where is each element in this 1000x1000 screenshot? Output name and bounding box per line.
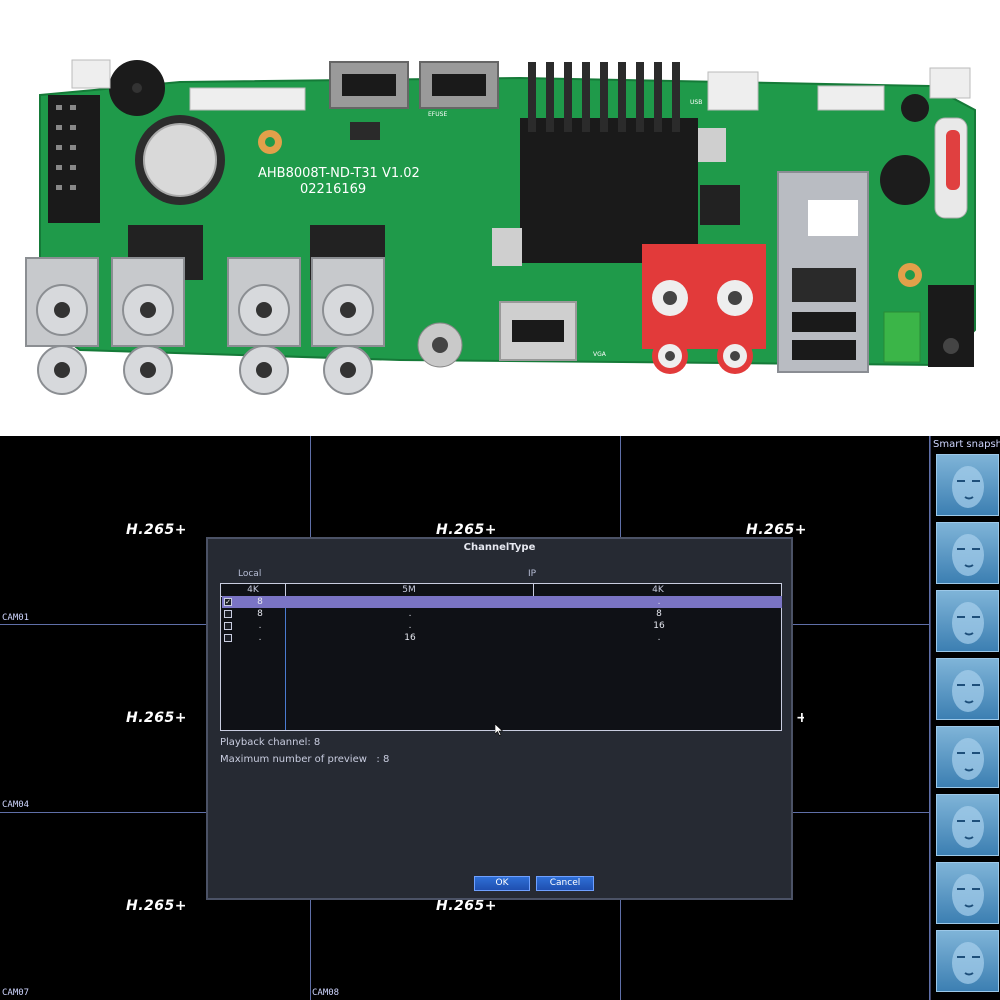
codec-label: H.265+ — [436, 522, 497, 538]
face-snapshot[interactable] — [936, 658, 999, 720]
cell-ip-5m: . — [408, 609, 412, 619]
cell-ip-4k: . — [657, 633, 661, 643]
face-snapshot[interactable] — [936, 794, 999, 856]
channel-type-dialog: ChannelType Local IP 4K 5M 4K ✓ 8 . — [206, 537, 793, 900]
face-icon — [952, 942, 984, 984]
face-snapshot[interactable] — [936, 522, 999, 584]
max-preview-text: Maximum number of preview : 8 — [220, 754, 390, 765]
group-header-local: Local — [238, 569, 262, 579]
table-row[interactable]: 8 . 8 — [222, 608, 782, 620]
face-snapshot[interactable] — [936, 930, 999, 992]
cell-ip-5m: 16 — [404, 633, 416, 643]
table-row[interactable]: ✓ 8 . — [222, 596, 782, 608]
codec-label-partial: + — [796, 710, 804, 726]
column-header-ip-5m: 5M — [402, 585, 416, 595]
codec-label: H.265+ — [126, 710, 187, 726]
smart-snapshot-panel: Smart snapsho — [930, 436, 1000, 1000]
column-divider — [285, 597, 286, 730]
face-snapshot[interactable] — [936, 726, 999, 788]
codec-label: H.265+ — [436, 898, 497, 914]
column-divider — [533, 584, 534, 596]
dvr-board-illustration: AHB8008T-ND-T31 V1.02 02216169 EFUSE VGA… — [25, 59, 976, 395]
cancel-button[interactable]: Cancel — [536, 876, 594, 891]
cell-local-4k: 8 — [257, 597, 263, 607]
group-header-ip: IP — [528, 569, 537, 579]
codec-label: H.265+ — [746, 522, 807, 538]
product-photo: AHB8008T-ND-T31 V1.02 02216169 EFUSE VGA… — [0, 0, 1000, 436]
mouse-cursor-icon — [495, 724, 503, 736]
row-checkbox[interactable] — [224, 622, 232, 630]
face-icon — [952, 602, 984, 644]
column-header-local-4k: 4K — [247, 585, 259, 595]
face-icon — [952, 466, 984, 508]
board-efuse-text: EFUSE — [428, 111, 447, 118]
camera-label: CAM04 — [2, 800, 30, 810]
dvr-screen: H.265+ H.265+ H.265+ H.265+ + H.265+ H.2… — [0, 436, 1000, 1000]
face-icon — [952, 534, 984, 576]
camera-label: CAM01 — [2, 613, 30, 623]
face-snapshot[interactable] — [936, 454, 999, 516]
cell-ip-5m: . — [408, 621, 412, 631]
board-model-text: AHB8008T-ND-T31 V1.02 — [258, 166, 420, 181]
cell-ip-4k: 16 — [653, 621, 665, 631]
channel-type-table: 4K 5M 4K ✓ 8 . 8 . 8 — [220, 583, 782, 731]
row-checkbox[interactable] — [224, 610, 232, 618]
column-divider — [285, 584, 286, 596]
face-snapshot[interactable] — [936, 590, 999, 652]
face-icon — [952, 670, 984, 712]
grid-line — [929, 436, 930, 1000]
face-icon — [952, 738, 984, 780]
board-usb-text: USB — [690, 99, 702, 106]
playback-channel-text: Playback channel: 8 — [220, 737, 321, 748]
board-vga-text: VGA — [593, 351, 607, 358]
cell-local-4k: . — [258, 633, 262, 643]
face-snapshot[interactable] — [936, 862, 999, 924]
face-icon — [952, 874, 984, 916]
codec-label: H.265+ — [126, 522, 187, 538]
ok-button[interactable]: OK — [474, 876, 530, 891]
table-row[interactable]: . . 16 — [222, 620, 782, 632]
column-header-ip-4k: 4K — [652, 585, 664, 595]
board-serial-text: 02216169 — [300, 182, 366, 197]
cell-local-4k: . — [258, 621, 262, 631]
cell-local-4k: 8 — [257, 609, 263, 619]
face-icon — [952, 806, 984, 848]
row-checkbox[interactable]: ✓ — [224, 598, 232, 606]
camera-label: CAM08 — [312, 988, 340, 998]
row-checkbox[interactable] — [224, 634, 232, 642]
cell-ip-4k: . — [657, 597, 661, 607]
dialog-title: ChannelType — [463, 542, 536, 553]
smart-snapshot-title: Smart snapsho — [933, 439, 1000, 450]
table-row[interactable]: . 16 . — [222, 632, 782, 644]
cell-ip-4k: 8 — [656, 609, 662, 619]
codec-label: H.265+ — [126, 898, 187, 914]
camera-label: CAM07 — [2, 988, 30, 998]
